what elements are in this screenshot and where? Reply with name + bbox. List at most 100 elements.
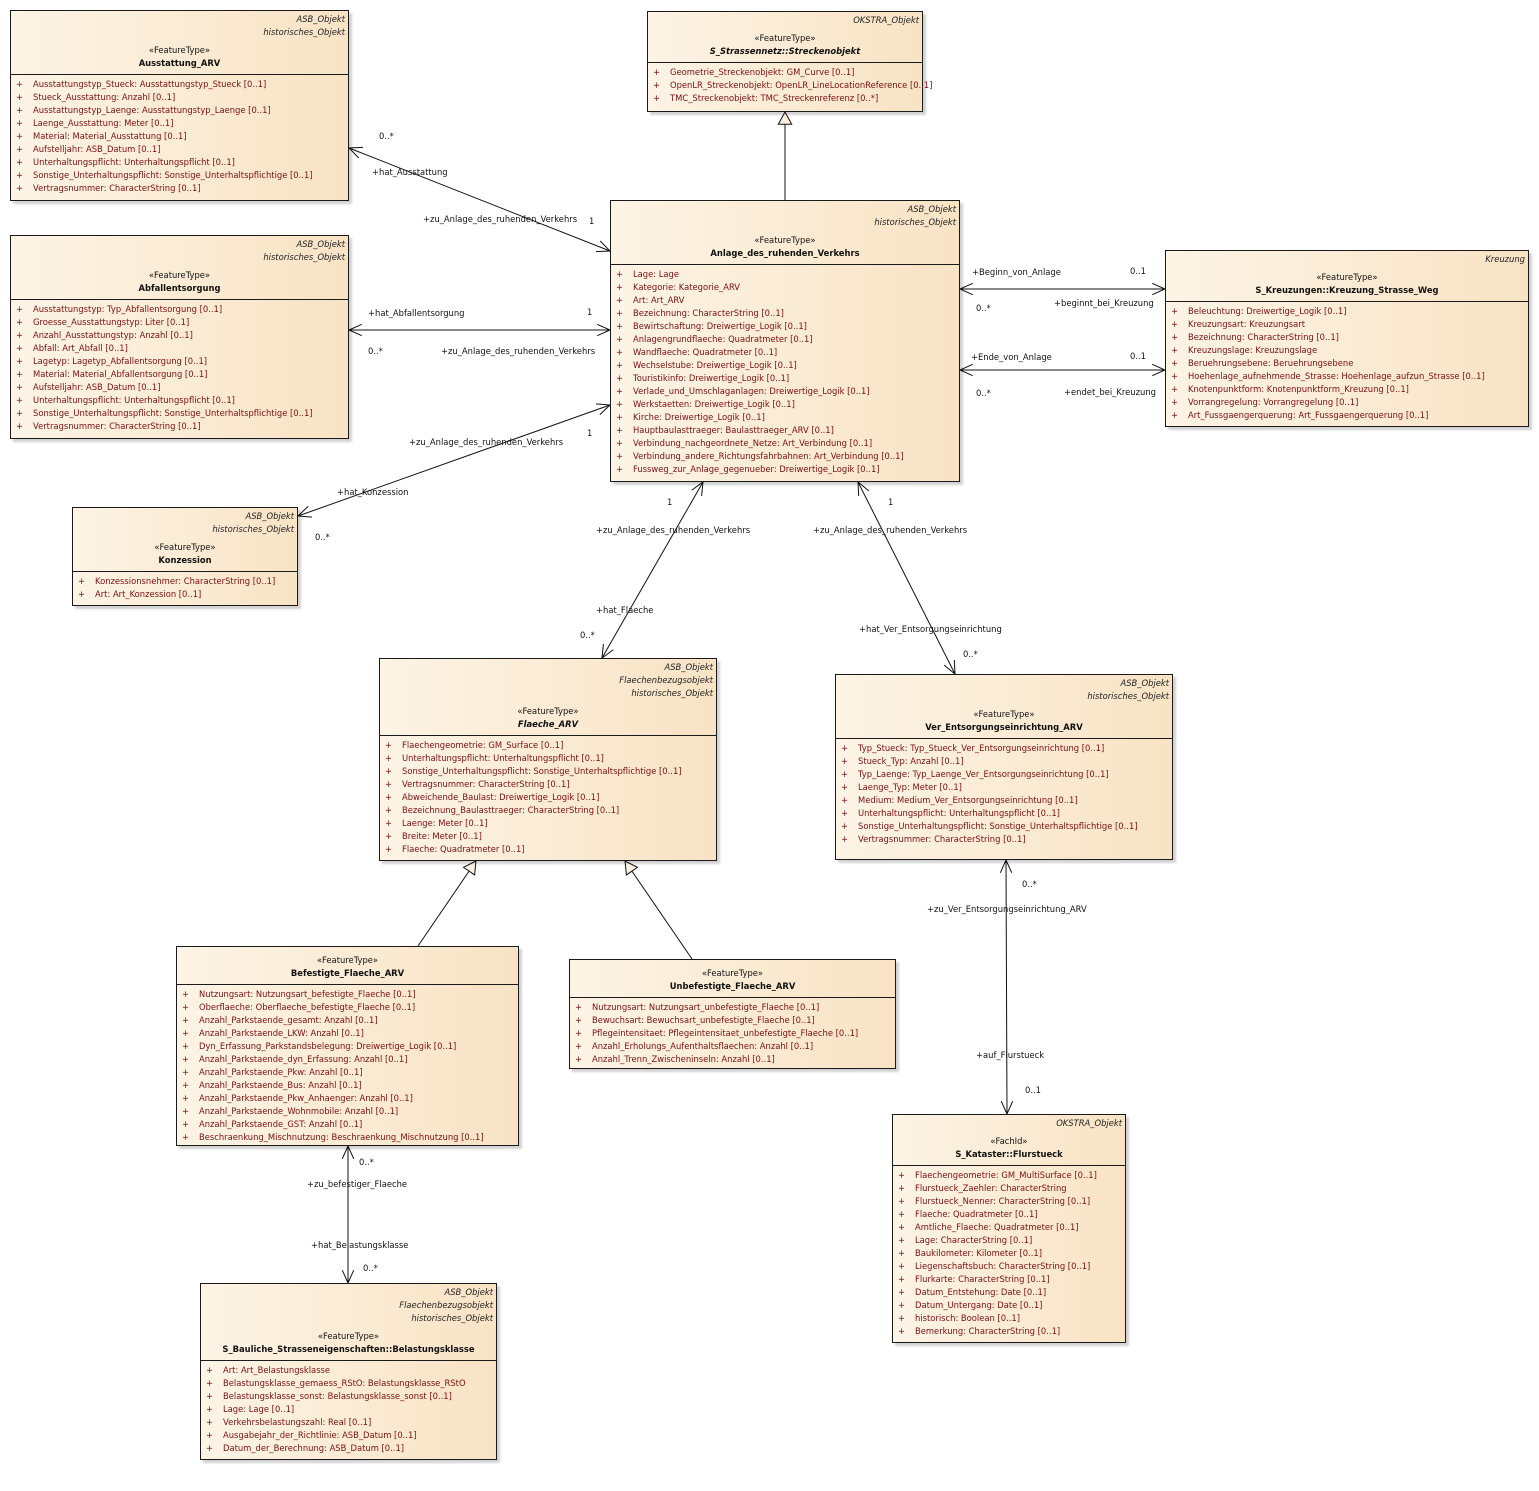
class-tag: historisches_Objekt: [263, 252, 345, 262]
public-visibility-icon: +: [16, 369, 24, 379]
class-flurstueck[interactable]: OKSTRA_Objekt«FachId»S_Kataster::Flurstu…: [892, 1114, 1126, 1343]
public-visibility-icon: +: [182, 1028, 190, 1038]
attribute-row: +Lage: Lage: [614, 268, 956, 281]
public-visibility-icon: +: [16, 170, 24, 180]
class-name: Befestigte_Flaeche_ARV: [290, 968, 405, 978]
class-tag: OKSTRA_Objekt: [1056, 1118, 1122, 1128]
public-visibility-icon: +: [78, 589, 86, 599]
attribute-text: Belastungsklasse_gemaess_RStO: Belastung…: [223, 1378, 466, 1388]
attribute-list: +Geometrie_Streckenobjekt: GM_Curve [0..…: [648, 63, 932, 109]
attribute-row: +Abweichende_Baulast: Dreiwertige_Logik …: [383, 791, 713, 804]
attribute-text: Aufstelljahr: ASB_Datum [0..1]: [33, 382, 161, 392]
attribute-text: Bezeichnung_Baulasttraeger: CharacterStr…: [402, 805, 620, 815]
attribute-row: +Anzahl_Parkstaende_GST: Anzahl [0..1]: [180, 1118, 515, 1131]
role-label: +Beginn_von_Anlage: [972, 267, 1061, 277]
role-label: +hat_Konzession: [337, 487, 409, 497]
attribute-row: + Datum_Entstehung: Date [0..1]: [896, 1286, 1122, 1299]
public-visibility-icon: +: [616, 425, 624, 435]
attribute-row: +Anzahl_Parkstaende_dyn_Erfassung: Anzah…: [180, 1053, 515, 1066]
public-visibility-icon: +: [616, 451, 624, 461]
attribute-text: Flaechengeometrie: GM_MultiSurface [0..1…: [915, 1170, 1097, 1180]
attribute-text: Groesse_Ausstattungstyp: Liter [0..1]: [33, 317, 190, 327]
attribute-text: Verbindung_andere_Richtungsfahrbahnen: A…: [633, 451, 904, 461]
attribute-row: +Touristikinfo: Dreiwertige_Logik [0..1]: [614, 372, 956, 385]
attribute-text: Datum_Entstehung: Date [0..1]: [915, 1287, 1047, 1297]
public-visibility-icon: +: [206, 1404, 214, 1414]
public-visibility-icon: +: [898, 1287, 906, 1297]
attribute-text: Flaechengeometrie: GM_Surface [0..1]: [402, 740, 564, 750]
attribute-text: Anzahl_Parkstaende_Pkw_Anhaenger: Anzahl…: [199, 1093, 413, 1103]
public-visibility-icon: +: [898, 1222, 906, 1232]
attribute-row: +Anzahl_Parkstaende_gesamt: Anzahl [0..1…: [180, 1014, 515, 1027]
class-kreuzung-strasse-weg[interactable]: Kreuzung«FeatureType»S_Kreuzungen::Kreuz…: [1165, 250, 1529, 427]
class-befestigte-flaeche-arv[interactable]: «FeatureType»Befestigte_Flaeche_ARV+Nutz…: [176, 946, 519, 1146]
public-visibility-icon: +: [1171, 397, 1179, 407]
attribute-row: +Unterhaltungspflicht: Unterhaltungspfli…: [383, 752, 713, 765]
public-visibility-icon: +: [206, 1443, 214, 1453]
navigable-arrowhead-icon: [958, 282, 973, 296]
attribute-text: Vertragsnummer: CharacterString [0..1]: [402, 779, 570, 789]
attribute-row: +Laenge: Meter [0..1]: [383, 817, 713, 830]
public-visibility-icon: +: [16, 395, 24, 405]
attribute-row: +Sonstige_Unterhaltungspflicht: Sonstige…: [839, 820, 1169, 833]
public-visibility-icon: +: [575, 1015, 583, 1025]
role-label: +zu_Ver_Entsorgungseinrichtung_ARV: [927, 904, 1087, 914]
attribute-list: +Nutzungsart: Nutzungsart_unbefestigte_F…: [570, 998, 895, 1070]
public-visibility-icon: +: [616, 412, 624, 422]
public-visibility-icon: +: [16, 92, 24, 102]
class-streckenobjekt[interactable]: OKSTRA_Objekt«FeatureType»S_Strassennetz…: [647, 11, 932, 112]
attribute-row: +Bemerkung: CharacterString [0..1]: [896, 1325, 1122, 1338]
attribute-text: Art: Art_Konzession [0..1]: [95, 589, 202, 599]
role-label: +endet_bei_Kreuzung: [1064, 387, 1156, 397]
multiplicity-label: 0..1: [1130, 266, 1146, 276]
public-visibility-icon: +: [616, 308, 624, 318]
public-visibility-icon: +: [616, 373, 624, 383]
attribute-text: Breite: Meter [0..1]: [402, 831, 482, 841]
multiplicity-label: 0..*: [359, 1157, 374, 1167]
public-visibility-icon: +: [16, 382, 24, 392]
attribute-text: Ausstattungstyp_Laenge: Ausstattungstyp_…: [33, 105, 271, 115]
public-visibility-icon: +: [1171, 384, 1179, 394]
attribute-text: Fussweg_zur_Anlage_gegenueber: Dreiwerti…: [633, 464, 880, 474]
public-visibility-icon: +: [385, 766, 393, 776]
attribute-text: Geometrie_Streckenobjekt: GM_Curve [0..1…: [670, 67, 855, 77]
attribute-row: +Ausstattungstyp_Stueck: Ausstattungstyp…: [14, 78, 345, 91]
attribute-row: +Bezeichnung_Baulasttraeger: CharacterSt…: [383, 804, 713, 817]
public-visibility-icon: +: [16, 421, 24, 431]
association-line: [1005, 859, 1008, 1115]
attribute-text: Datum_Untergang: Date [0..1]: [915, 1300, 1043, 1310]
public-visibility-icon: +: [841, 834, 849, 844]
class-stereotype: «FeatureType»: [754, 33, 816, 43]
public-visibility-icon: +: [898, 1313, 906, 1323]
attribute-text: Bezeichnung: CharacterString [0..1]: [1188, 332, 1339, 342]
attribute-text: Anzahl_Parkstaende_Wohnmobile: Anzahl [0…: [199, 1106, 399, 1116]
class-unbefestigte-flaeche-arv[interactable]: «FeatureType» Unbefestigte_Flaeche_ARV +Nu…: [569, 959, 896, 1069]
attribute-row: +Ausstattungstyp: Typ_Abfallentsorgung […: [14, 303, 345, 316]
class-stereotype: «FeatureType»: [701, 968, 764, 978]
attribute-list: +Ausstattungstyp: Typ_Abfallentsorgung […: [11, 300, 348, 437]
multiplicity-label: 0..*: [363, 1263, 378, 1273]
generalization-triangle-icon: [462, 860, 477, 876]
attribute-row: +Ausstattungstyp_Laenge: Ausstattungstyp…: [14, 104, 345, 117]
public-visibility-icon: +: [841, 821, 849, 831]
attribute-row: +Stueck_Typ: Anzahl [0..1]: [839, 755, 1169, 768]
attribute-text: Laenge_Typ: Meter [0..1]: [858, 782, 962, 792]
attribute-text: Lage: CharacterString [0..1]: [915, 1235, 1033, 1245]
public-visibility-icon: +: [616, 334, 624, 344]
class-name: Unbefestigte_Flaeche_ARV: [669, 981, 796, 991]
attribute-text: Abweichende_Baulast: Dreiwertige_Logik […: [402, 792, 600, 802]
public-visibility-icon: +: [16, 157, 24, 167]
attribute-row: +Laenge_Typ: Meter [0..1]: [839, 781, 1169, 794]
attribute-list: + Flaechengeometrie: GM_Surface [0..1] +Un…: [380, 736, 716, 860]
attribute-row: +Ausgabejahr_der_Richtlinie: ASB_Datum […: [204, 1429, 493, 1442]
role-label: +hat_Abfallentsorgung: [368, 308, 465, 318]
navigable-arrowhead-icon: [341, 1144, 355, 1159]
